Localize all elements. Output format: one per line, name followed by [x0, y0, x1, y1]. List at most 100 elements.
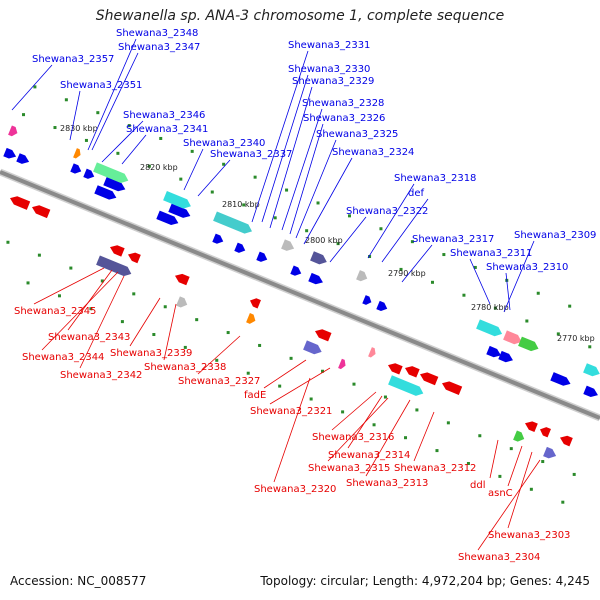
gene-label: Shewana3_2320	[254, 484, 336, 495]
tick-mark	[163, 305, 167, 309]
gene-label: Shewana3_2315	[308, 463, 390, 474]
leader-line	[263, 359, 307, 389]
leader-line	[41, 271, 119, 351]
leader-line	[365, 399, 411, 477]
gene-label: Shewana3_2340	[183, 138, 265, 149]
gene-label: def	[408, 188, 425, 199]
leader-line	[273, 377, 311, 483]
leader-line	[489, 439, 499, 479]
gene-label: Shewana3_2318	[394, 173, 476, 184]
gene-label: Shewana3_2344	[22, 352, 104, 363]
reverse-gene	[250, 298, 261, 309]
tick-mark	[152, 333, 156, 337]
tick-mark	[6, 240, 10, 244]
leader-line	[381, 198, 429, 263]
tick-mark	[278, 384, 282, 388]
gene-label: Shewana3_2321	[250, 406, 332, 417]
forward-gene-block	[281, 239, 295, 251]
leader-line	[289, 123, 324, 235]
tick-mark	[305, 229, 309, 233]
tick-mark	[430, 280, 434, 284]
forward-gene	[70, 163, 82, 174]
reverse-gene	[540, 427, 551, 438]
gene-label: Shewana3_2348	[116, 28, 198, 39]
gene-label: Shewana3_2312	[394, 463, 476, 474]
reverse-gene-block	[338, 358, 346, 370]
leader-line	[67, 269, 113, 331]
gene-label: Shewana3_2313	[346, 478, 428, 489]
leader-line	[505, 272, 511, 311]
gene-label: Shewana3_2309	[514, 230, 596, 241]
reverse-gene-block	[368, 347, 376, 358]
tick-mark	[215, 358, 219, 362]
gene-label: fadE	[244, 390, 266, 401]
leader-line	[269, 86, 313, 229]
tick-mark	[556, 332, 560, 336]
forward-gene-block	[503, 330, 522, 345]
tick-mark	[242, 203, 246, 207]
tick-mark	[64, 98, 68, 102]
forward-gene	[16, 153, 30, 164]
leader-line	[507, 445, 523, 487]
gene-label: Shewana3_2317	[412, 234, 494, 245]
tick-mark	[372, 423, 376, 427]
gene-label: Shewana3_2339	[110, 348, 192, 359]
kbp-marker: 2790 kbp	[388, 269, 426, 278]
tick-mark	[147, 164, 151, 168]
tick-mark	[100, 279, 104, 283]
tick-mark	[435, 449, 439, 453]
tick-mark	[289, 356, 293, 360]
tick-mark	[309, 397, 313, 401]
tick-mark	[226, 331, 230, 335]
forward-gene	[486, 345, 501, 358]
tick-mark	[316, 201, 320, 205]
tick-mark	[379, 227, 383, 231]
forward-gene-block	[583, 363, 600, 377]
tick-mark	[84, 138, 88, 142]
leader-line	[367, 183, 415, 259]
tick-mark	[399, 267, 403, 271]
forward-gene	[362, 295, 372, 305]
gene-label: Shewana3_2337	[210, 149, 292, 160]
reverse-gene	[128, 252, 141, 264]
forward-gene	[308, 272, 323, 285]
reverse-gene	[32, 205, 51, 219]
forward-gene-block	[8, 125, 18, 137]
topology-summary: Topology: circular; Length: 4,972,204 bp…	[260, 574, 590, 588]
tick-mark	[127, 124, 131, 128]
gene-label: Shewana3_2351	[60, 80, 142, 91]
forward-gene	[498, 350, 513, 363]
tick-mark	[536, 291, 540, 295]
tick-mark	[525, 319, 529, 323]
gene-label: Shewana3_2314	[328, 450, 410, 461]
leader-line	[79, 275, 125, 369]
leader-line	[197, 335, 241, 375]
gene-label: Shewana3_2331	[288, 40, 370, 51]
forward-gene	[234, 242, 246, 253]
leader-line	[295, 139, 337, 239]
leader-line	[11, 64, 53, 111]
reverse-gene-block	[513, 430, 525, 442]
reverse-gene-block	[388, 375, 424, 396]
reverse-gene-block	[246, 313, 256, 324]
gene-label: Shewana3_2338	[144, 362, 226, 373]
gene-label: Shewana3_2330	[288, 64, 370, 75]
forward-gene-block	[93, 162, 129, 183]
leader-line	[33, 267, 105, 305]
gene-label: Shewana3_2327	[178, 376, 260, 387]
gene-label: Shewana3_2346	[123, 110, 205, 121]
tick-mark	[69, 266, 73, 270]
leader-line	[129, 297, 161, 347]
gene-label: Shewana3_2310	[486, 262, 568, 273]
tick-mark	[446, 421, 450, 425]
forward-gene	[212, 233, 224, 244]
tick-mark	[383, 395, 387, 399]
reverse-gene	[110, 245, 125, 257]
map-title: Shewanella sp. ANA-3 chromosome 1, compl…	[95, 8, 505, 24]
forward-gene	[256, 251, 268, 262]
leader-line	[281, 108, 323, 231]
forward-gene-block	[310, 251, 327, 265]
kbp-marker: 2780 kbp	[471, 303, 509, 312]
leader-line	[327, 397, 389, 462]
